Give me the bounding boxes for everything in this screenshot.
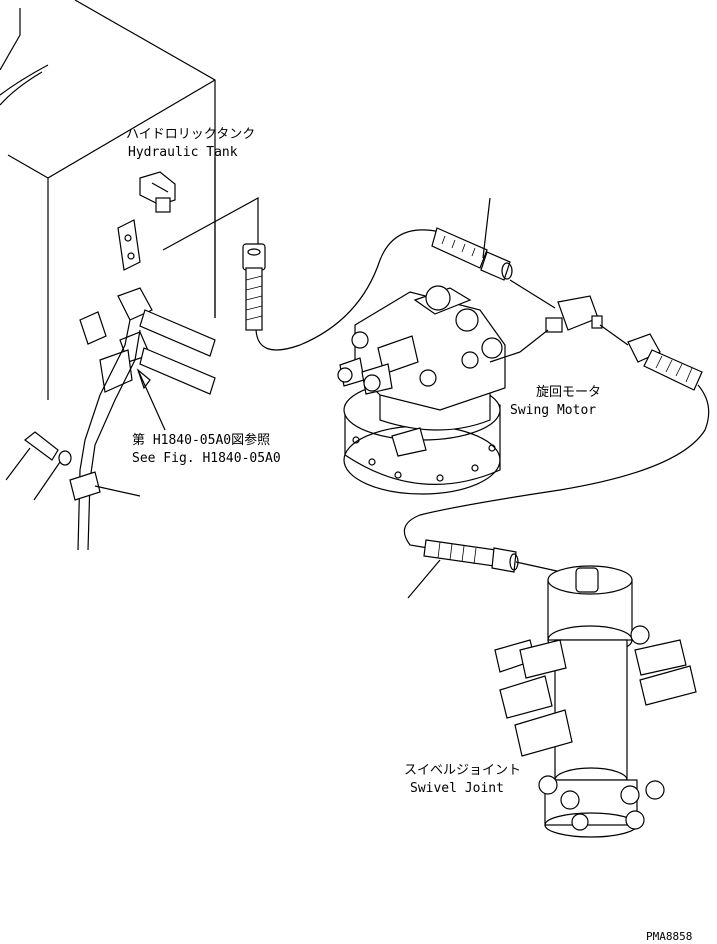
hose-end-swivel	[407, 539, 519, 599]
swivel-joint	[494, 565, 697, 838]
swivel-joint-label-en: Swivel Joint	[410, 781, 504, 796]
hose-end-motor-top	[431, 197, 513, 281]
tee-fitting	[545, 295, 603, 333]
swing-motor	[337, 285, 506, 495]
swing-motor-label-en: Swing Motor	[510, 403, 596, 418]
pipe-clamp	[69, 471, 141, 501]
hose-end-tank	[242, 243, 266, 331]
drawing-number: PMA8858	[646, 930, 692, 943]
washer	[33, 450, 72, 501]
bolt	[5, 431, 59, 481]
swivel-joint-label-jp: スイベルジョイント	[404, 763, 521, 778]
reference-label-en: See Fig. H1840-05A0	[132, 451, 281, 466]
hose-end-right	[627, 333, 703, 391]
reference-label-jp: 第 H1840-05A0図参照	[132, 432, 270, 448]
swing-motor-label-jp: 旋回モータ	[536, 385, 601, 400]
hydraulic-tank-label-jp: ハイドロリックタンク	[126, 127, 255, 142]
elbow-fitting	[139, 171, 176, 213]
mounting-plate	[117, 219, 141, 271]
hydraulic-tank-label-en: Hydraulic Tank	[128, 145, 238, 160]
pipe-fittings	[77, 287, 216, 551]
